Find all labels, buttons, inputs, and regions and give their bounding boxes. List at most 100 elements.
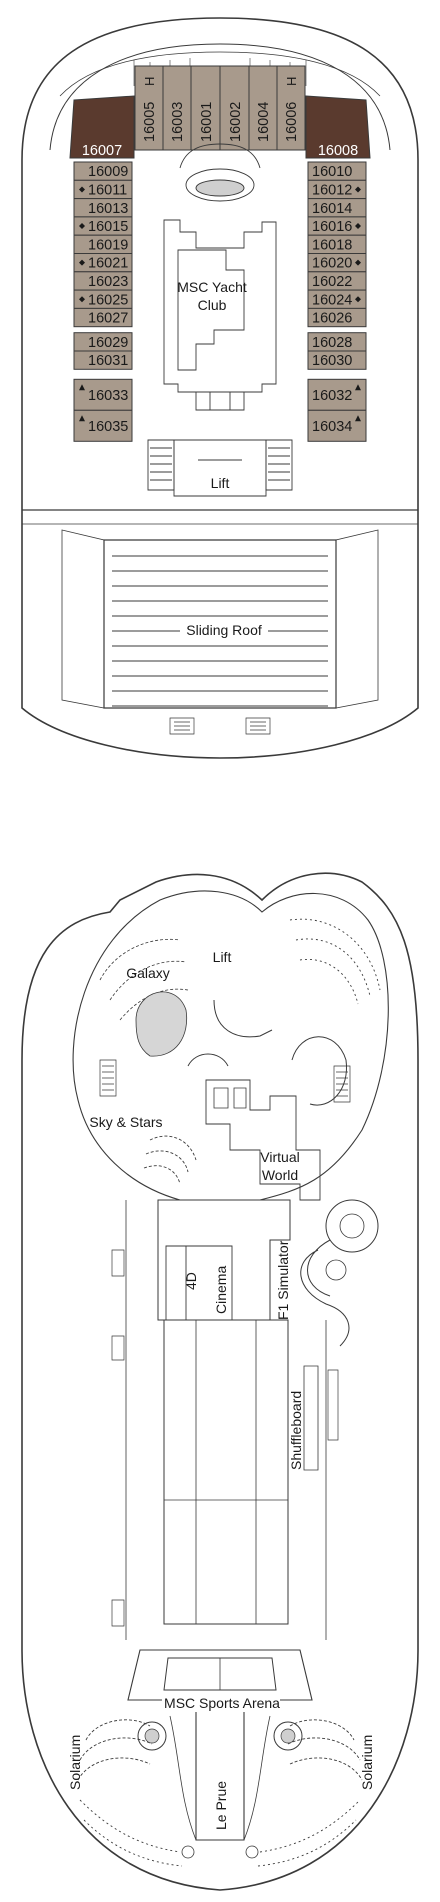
cabin-label: 16033	[88, 388, 128, 404]
cabin-label: 16018	[312, 237, 352, 253]
sports-arena-label-bg	[162, 1694, 280, 1712]
cabin-top-16005[interactable]	[134, 65, 164, 151]
spiral-slide-outer	[325, 1199, 379, 1253]
yacht-club-structure	[147, 143, 293, 497]
lounge-seating-right	[289, 918, 381, 1005]
cabin-top-label: 16006	[284, 102, 300, 142]
yacht-club-label-2: Club	[198, 297, 227, 313]
central-core	[205, 1079, 321, 1201]
solarium-pool-right	[273, 1721, 303, 1751]
cabin-top-16002[interactable]	[219, 65, 250, 151]
cabin-16032[interactable]	[307, 378, 367, 411]
solarium-right-seating	[287, 1719, 363, 1781]
yacht-club-inner	[177, 249, 245, 371]
slide-exit	[325, 1259, 347, 1281]
cabin-label: 16023	[88, 274, 128, 290]
lower-deck-hull[interactable]	[21, 872, 419, 1891]
bow-rail	[49, 43, 391, 151]
cabin-label: 16010	[312, 164, 352, 180]
yacht-club-lift-block	[195, 392, 245, 411]
cabin-label: 16019	[88, 237, 128, 253]
solarium-pool-left	[137, 1721, 167, 1751]
handicap-marker: H	[284, 77, 299, 86]
cabin-top-label: 16005	[142, 102, 158, 142]
cabin-16034[interactable]	[307, 409, 367, 442]
sky-stars-seating	[143, 1135, 197, 1185]
lounge-bar-2	[187, 1053, 229, 1067]
triangle-marker-icon	[79, 415, 85, 422]
aft-seating	[79, 1799, 361, 1867]
cabin-label: 16021	[88, 256, 128, 272]
forward-dome	[72, 890, 389, 1201]
cabin-label: 16020	[312, 256, 352, 272]
cabin-top-16001[interactable]	[190, 65, 221, 151]
top-row-cabins: 16005 16003 16001 16002 16004 16006 H H	[134, 65, 306, 151]
yacht-club-lift-area	[173, 439, 267, 497]
cabin-16026[interactable]	[307, 307, 367, 328]
upper-deck-hull	[21, 17, 419, 759]
side-stairs-right	[327, 1369, 339, 1441]
sky-stars-label: Sky & Stars	[89, 1114, 162, 1130]
cabin-16008-label: 16008	[318, 143, 358, 159]
diamond-marker-icon	[79, 296, 85, 303]
cabin-16030[interactable]	[307, 350, 367, 370]
cabin-label: 16035	[88, 419, 128, 435]
stair-fwd-right	[333, 1065, 351, 1103]
sports-court	[163, 1657, 277, 1691]
solarium-pool-right-inner	[280, 1728, 296, 1744]
right-cabin-column: 1601016012160141601616018160201602216024…	[307, 161, 367, 442]
mid-block	[157, 1199, 291, 1321]
diamond-marker-icon	[79, 186, 85, 193]
yacht-club-label: MSC Yacht	[177, 279, 247, 295]
cabin-top-16004[interactable]	[248, 65, 278, 151]
left-cabin-column: 1600916011160131601516019160211602316025…	[73, 161, 133, 442]
cabin-top-label: 16002	[228, 102, 244, 142]
cabin-label: 16012	[312, 182, 352, 198]
side-stairs-left	[111, 1249, 125, 1627]
cabin-label: 16034	[312, 419, 352, 435]
solarium-pool-left-inner	[144, 1728, 160, 1744]
cabin-16008-shape[interactable]	[305, 95, 371, 159]
upper-lift-label: Lift	[211, 475, 230, 491]
cabin-top-16006[interactable]	[276, 65, 306, 151]
yacht-club-stairs	[179, 143, 261, 169]
diamond-marker-icon	[355, 259, 361, 266]
lift-label-lower: Lift	[213, 949, 232, 965]
diamond-marker-icon	[79, 223, 85, 230]
cabin-label: 16032	[312, 388, 352, 404]
cabin-16027[interactable]	[73, 307, 133, 328]
diamond-marker-icon	[355, 186, 361, 193]
cabin-top-16003[interactable]	[162, 65, 192, 151]
cabin-label: 16015	[88, 219, 128, 235]
cinema-4d-label: 4D	[183, 1272, 199, 1290]
yacht-club-walls	[163, 219, 277, 393]
cabin-label: 16027	[88, 311, 128, 327]
handicap-marker: H	[142, 77, 157, 86]
cabin-label: 16022	[312, 274, 352, 290]
cabin-16031[interactable]	[73, 350, 133, 370]
sliding-roof-label: Sliding Roof	[186, 622, 262, 638]
virtual-world-label: Virtual	[260, 1149, 299, 1165]
central-court	[163, 1319, 289, 1625]
triangle-marker-icon	[355, 415, 361, 422]
yacht-club-pool-inner	[195, 179, 245, 197]
triangle-marker-icon	[79, 384, 85, 391]
diamond-marker-icon	[355, 223, 361, 230]
cabin-label: 16030	[312, 353, 352, 369]
f1-simulator-label: F1 Simulator	[275, 1240, 291, 1320]
stair-fwd-left	[99, 1059, 117, 1097]
sliding-roof-label-bg	[180, 620, 268, 640]
shuffleboard-court	[303, 1365, 319, 1471]
cabin-label: 16029	[88, 335, 128, 351]
cabin-16035[interactable]	[73, 409, 133, 442]
cinema-label: Cinema	[213, 1266, 229, 1314]
shuffleboard-label: Shuffleboard	[288, 1391, 304, 1470]
cabin-label: 16013	[88, 201, 128, 217]
solarium-left-label: Solarium	[67, 1735, 83, 1790]
cabin-top-label: 16001	[199, 102, 215, 142]
aft-stairs	[169, 717, 271, 735]
bow-cabins: 16007 16008	[69, 95, 371, 159]
cabin-16007-shape[interactable]	[69, 95, 135, 159]
cabin-16033[interactable]	[73, 378, 133, 411]
sliding-roof-wings	[61, 529, 379, 709]
